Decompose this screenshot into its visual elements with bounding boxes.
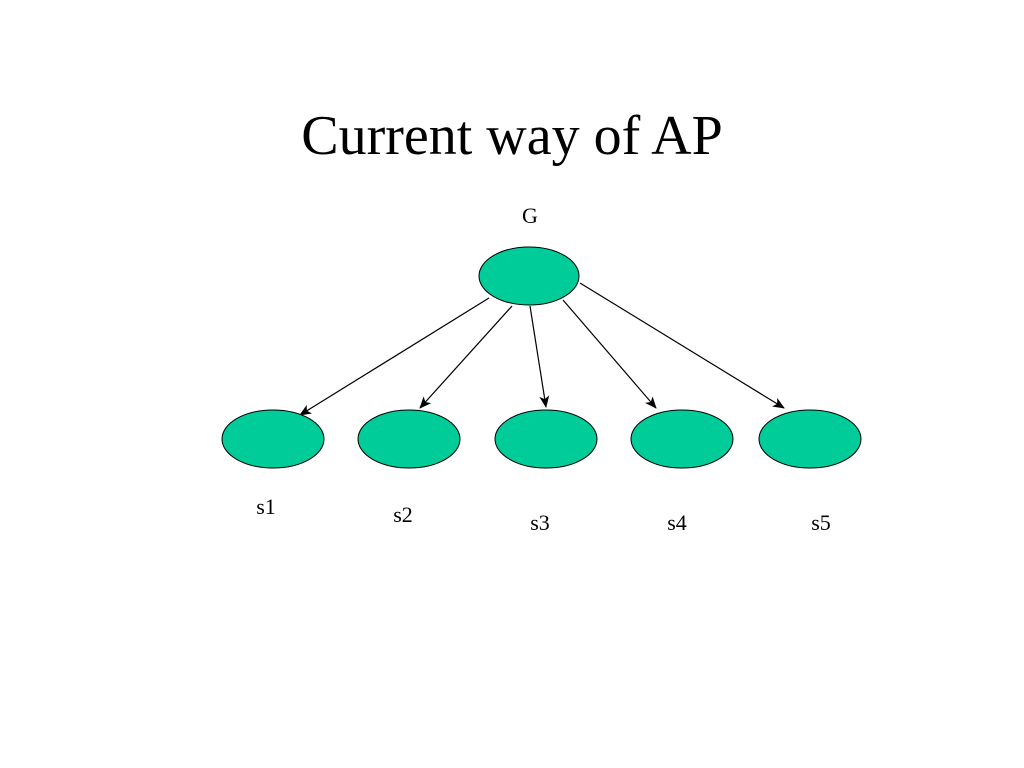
node-label-s3: s3	[530, 510, 550, 535]
node-label-g: G	[522, 203, 538, 228]
node-label-s4: s4	[667, 510, 687, 535]
edges	[299, 282, 785, 416]
node-s3	[494, 409, 598, 469]
node-s4	[630, 409, 734, 469]
edge-g-s5	[579, 282, 785, 409]
node-g	[478, 246, 580, 306]
node-s5	[758, 409, 862, 469]
edge-g-s4	[562, 299, 657, 409]
node-s1	[221, 409, 325, 469]
slide-title: Current way of AP	[301, 105, 723, 167]
node-label-s2: s2	[393, 502, 413, 527]
edge-g-s2	[419, 305, 513, 409]
edge-g-s3	[529, 305, 550, 408]
edge-g-s1	[299, 297, 490, 416]
node-label-s5: s5	[811, 510, 831, 535]
node-label-s1: s1	[256, 494, 276, 519]
node-s2	[357, 409, 461, 469]
